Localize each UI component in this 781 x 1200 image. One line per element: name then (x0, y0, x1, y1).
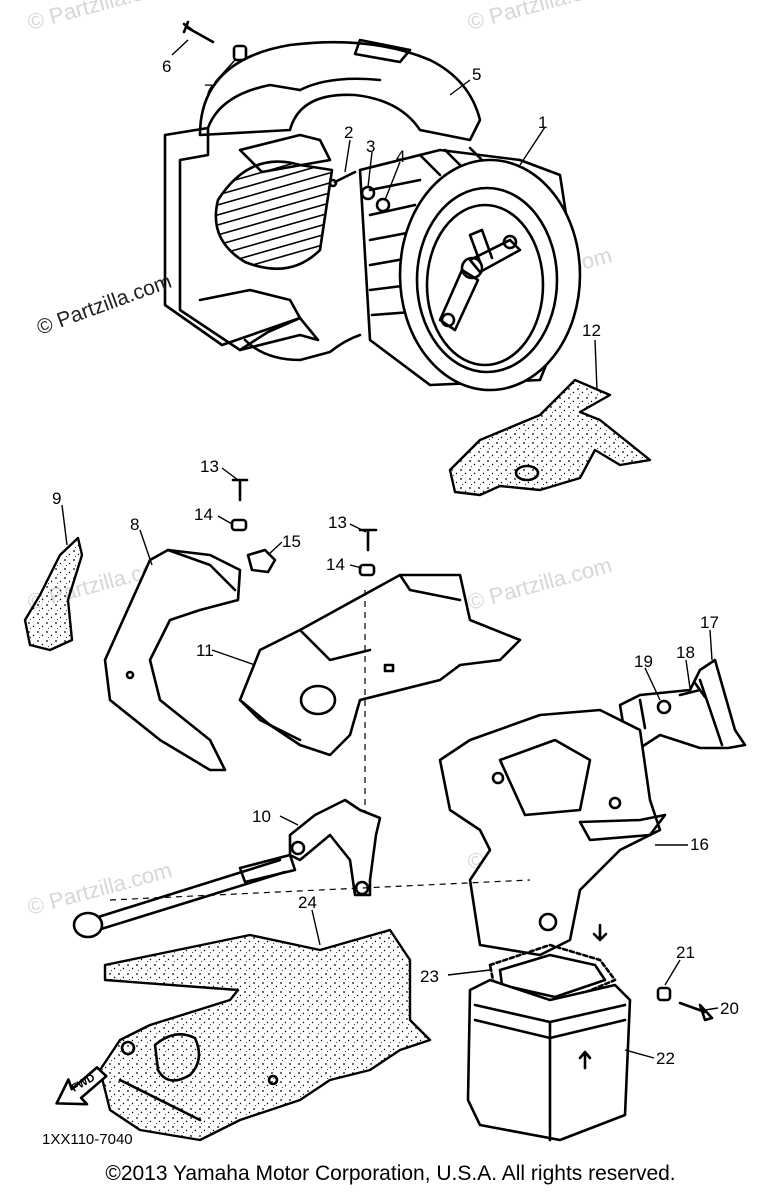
copyright-notice: ©2013 Yamaha Motor Corporation, U.S.A. A… (105, 1162, 676, 1185)
part-9-plate (23, 536, 84, 652)
callout-7: 7 (204, 81, 213, 100)
callout-1: 1 (538, 113, 547, 132)
watermark: © Partzilla.com (465, 0, 615, 35)
callout-10: 10 (252, 807, 271, 826)
part-22-filter-case (466, 978, 632, 1142)
callout-9: 9 (52, 489, 61, 508)
callout-17: 17 (700, 613, 719, 632)
watermark: © Partzilla.com (25, 857, 175, 920)
part-10-bracket (288, 798, 382, 897)
callout-15: 15 (282, 532, 301, 551)
part-24-lower-cover (98, 928, 432, 1142)
callout-4: 4 (396, 147, 405, 166)
callout-13b: 13 (328, 513, 347, 532)
watermark: © Partzilla.com (25, 0, 175, 35)
part-16-air-duct (109, 708, 667, 957)
fwd-arrow: FWD (55, 1066, 108, 1106)
callout-13a: 13 (200, 457, 219, 476)
washer-4 (375, 197, 391, 213)
callout-6: 6 (162, 57, 171, 76)
callout-20: 20 (720, 999, 739, 1018)
watermark: © Partzilla.com (465, 552, 615, 615)
callout-22: 22 (656, 1049, 675, 1068)
callout-2: 2 (344, 123, 353, 142)
fasteners-mid (230, 478, 378, 577)
part-1-cooling-fan (358, 146, 582, 392)
part-11-cylinder-cover (238, 573, 522, 830)
callout-19: 19 (634, 652, 653, 671)
part-12-heat-shield (448, 378, 652, 497)
bolt-6 (182, 20, 215, 44)
callout-23: 23 (420, 967, 439, 986)
callout-18: 18 (676, 643, 695, 662)
leader-lines (61, 39, 719, 1059)
part-8-side-cover (103, 548, 242, 772)
callout-12: 12 (582, 321, 601, 340)
callout-14b: 14 (326, 555, 345, 574)
callout-3: 3 (366, 137, 375, 156)
bolt-2 (333, 170, 357, 184)
callout-21: 21 (676, 943, 695, 962)
callouts: 1 2 3 4 5 6 7 8 9 10 11 12 13 13 14 14 1… (52, 57, 739, 1068)
callout-11: 11 (196, 641, 214, 660)
long-bolt (72, 853, 297, 939)
washer-7 (232, 44, 248, 62)
diagram-code: 1XX110-7040 (42, 1131, 133, 1148)
callout-14a: 14 (194, 505, 213, 524)
callout-5: 5 (472, 65, 481, 84)
fasteners-right (656, 681, 707, 715)
callout-8: 8 (130, 515, 139, 534)
callout-24: 24 (298, 893, 317, 912)
fasteners-bottom-right (656, 986, 714, 1022)
callout-16: 16 (690, 835, 709, 854)
watermark-dark: © Partzilla.com (34, 270, 175, 340)
